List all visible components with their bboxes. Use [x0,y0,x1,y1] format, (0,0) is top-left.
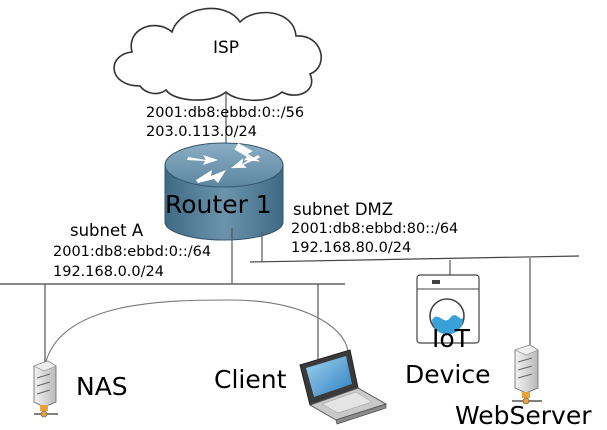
subnet-dmz-ipv4-label: 192.168.80.0/24 [291,240,412,256]
subnet-a-name-label: subnet A [70,221,144,240]
nas-label: NAS [76,372,128,401]
client-label: Client [214,365,287,394]
nas-server-icon [33,360,58,418]
wireless-link-arc [44,299,349,366]
client-laptop-icon [299,349,388,425]
subnet-dmz-ipv6-label: 2001:db8:ebbd:80::/64 [291,221,459,237]
router-icon [164,142,284,241]
subnet-a-ipv6-label: 2001:db8:ebbd:0::/64 [53,244,212,260]
isp-label: ISP [213,38,240,58]
subnet-a-ipv4-label: 192.168.0.0/24 [53,264,164,280]
subnet-dmz-bus [249,255,580,263]
isp-cloud-icon [113,7,322,102]
router-label: Router 1 [165,190,272,219]
uplink-ipv6-label: 2001:db8:ebbd:0::/56 [146,105,305,121]
uplink-ipv4-label: 203.0.113.0/24 [146,124,257,140]
webserver-icon [512,344,542,405]
iot-device-icon [416,274,480,344]
subnet-dmz-name-label: subnet DMZ [293,200,394,219]
webserver-label: WebServer [455,401,592,430]
iot-label-line1: IoT [432,324,470,353]
iot-label-line2: Device [405,360,491,389]
